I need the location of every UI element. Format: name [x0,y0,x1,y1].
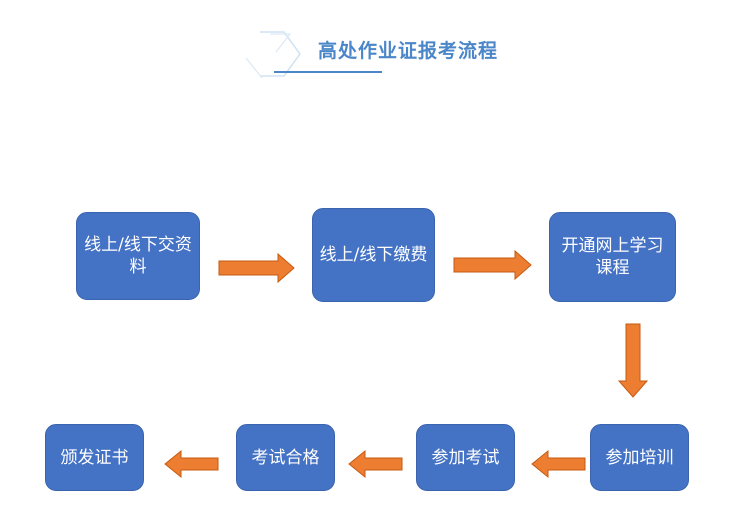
arrow-down-icon [617,323,649,398]
step-submit-materials: 线上/线下交资料 [76,212,200,300]
step-take-exam: 参加考试 [416,424,515,491]
step-open-online-course: 开通网上学习课程 [549,212,676,302]
step-label: 参加培训 [605,447,674,468]
arrow-left-icon [348,449,403,479]
step-label: 颁发证书 [60,447,129,468]
step-pass-exam: 考试合格 [236,424,335,491]
step-label: 考试合格 [251,447,320,468]
step-attend-training: 参加培训 [590,424,689,491]
step-label: 线上/线下缴费 [319,245,428,265]
arrow-right-icon [218,252,295,284]
step-label: 开通网上学习课程 [561,236,664,278]
step-pay-fees: 线上/线下缴费 [312,208,435,302]
step-label: 参加考试 [431,447,500,468]
arrow-right-icon [453,249,532,281]
arrow-left-icon [164,449,219,479]
arrow-left-icon [531,449,586,479]
step-issue-certificate: 颁发证书 [45,424,144,491]
page-title: 高处作业证报考流程 [318,40,499,62]
step-label: 线上/线下交资料 [84,235,192,277]
